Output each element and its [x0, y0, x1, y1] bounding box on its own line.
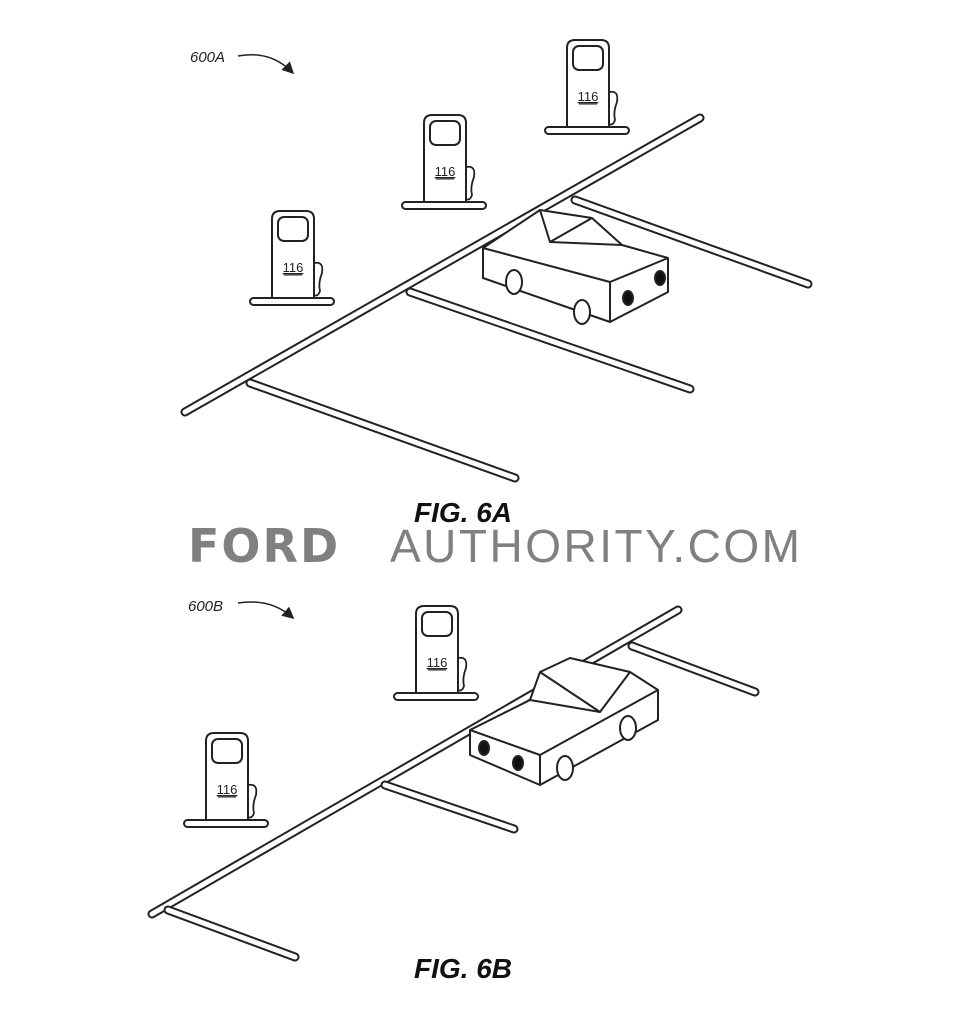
station-screen — [211, 738, 243, 764]
charging-station: 116 — [401, 114, 487, 210]
vehicle-fig-6b — [469, 657, 659, 786]
parking-lines — [147, 113, 813, 962]
wheel — [573, 299, 591, 325]
station-screen — [429, 120, 461, 146]
station-screen — [277, 216, 309, 242]
charging-stations: 116 116 116 116 116 — [183, 39, 630, 828]
headlight — [478, 740, 490, 756]
station-reference-label: 116 — [283, 260, 304, 275]
headlight — [622, 290, 634, 306]
wheel — [505, 269, 523, 295]
parking-line — [147, 605, 683, 919]
parking-line — [245, 378, 520, 483]
charging-station: 116 — [249, 210, 335, 306]
station-base — [249, 297, 335, 306]
parking-line — [163, 905, 300, 962]
station-base — [401, 201, 487, 210]
station-screen — [421, 611, 453, 637]
station-base — [183, 819, 269, 828]
station-base — [393, 692, 479, 701]
parking-line — [180, 113, 705, 417]
station-screen — [572, 45, 604, 71]
headlight — [654, 270, 666, 286]
figure-caption-6a: FIG. 6A — [414, 497, 512, 528]
station-reference-label: 116 — [435, 164, 456, 179]
vehicle-fig-6a — [482, 209, 669, 325]
charging-station: 116 — [183, 732, 269, 828]
reference-label-600b: 600B — [188, 598, 223, 615]
reference-arrow — [237, 601, 295, 619]
charging-cable-icon — [608, 90, 619, 126]
charging-cable-icon — [247, 783, 258, 819]
station-reference-label: 116 — [427, 655, 448, 670]
parking-line — [405, 287, 695, 394]
parking-line — [380, 780, 519, 834]
wheel — [556, 755, 574, 781]
charging-station: 116 — [393, 605, 479, 701]
headlight — [512, 755, 524, 771]
charging-station: 116 — [544, 39, 630, 135]
station-reference-label: 116 — [578, 89, 599, 104]
watermark-suffix: AUTHORITY.COM — [390, 520, 800, 572]
station-base — [544, 126, 630, 135]
reference-arrow — [237, 54, 295, 75]
charging-cable-icon — [457, 656, 468, 692]
charging-cable-icon — [465, 165, 476, 201]
charging-cable-icon — [313, 261, 324, 297]
reference-label-600a: 600A — [190, 49, 225, 66]
station-reference-label: 116 — [217, 782, 238, 797]
parking-line — [627, 641, 760, 697]
wheel — [619, 715, 637, 741]
parking-line — [570, 195, 813, 289]
figure-caption-6b: FIG. 6B — [414, 953, 512, 984]
watermark-brand: FORD — [188, 519, 340, 573]
